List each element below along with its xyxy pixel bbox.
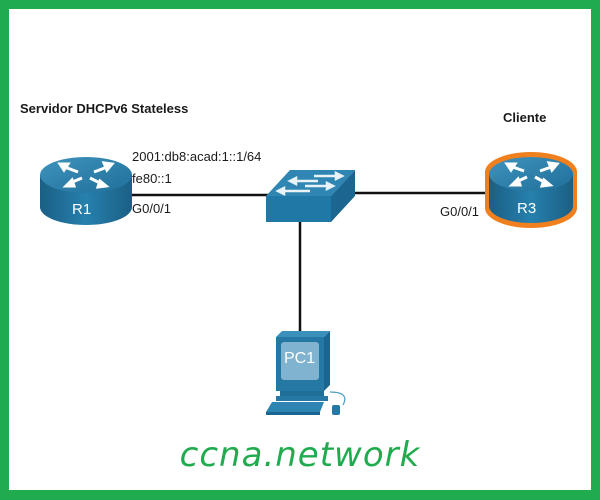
pc1-icon[interactable] xyxy=(266,331,346,415)
pc1-name-label: PC1 xyxy=(284,350,316,367)
r1-ipv6-link-local: fe80::1 xyxy=(132,171,172,186)
r1-name-label: R1 xyxy=(72,201,92,218)
watermark-text: ccna.network xyxy=(179,435,421,475)
r1-ipv6-global: 2001:db8:acad:1::1/64 xyxy=(132,149,262,164)
router-r1-icon[interactable] xyxy=(40,157,132,225)
r3-role-label: Cliente xyxy=(503,110,547,125)
r1-interface-label: G0/0/1 xyxy=(132,201,172,216)
switch-icon[interactable] xyxy=(266,170,355,222)
r3-name-label: R3 xyxy=(517,200,537,217)
r1-role-label: Servidor DHCPv6 Stateless xyxy=(20,101,189,116)
router-r3-icon[interactable] xyxy=(485,152,577,228)
r3-interface-label: G0/0/1 xyxy=(440,204,480,219)
